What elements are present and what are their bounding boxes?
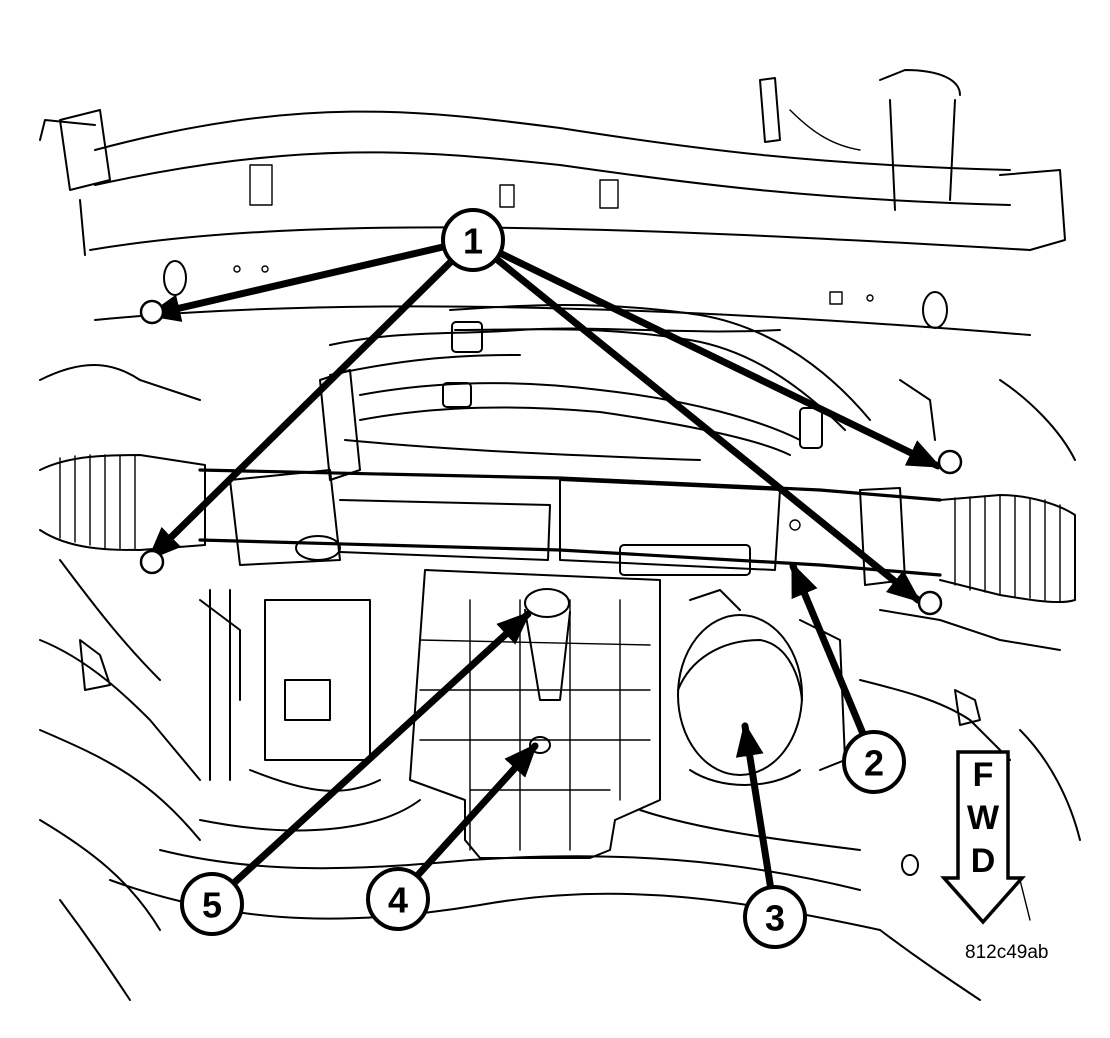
fwd-indicator: F W D [940,750,1026,925]
callout-3-circle [743,885,807,949]
callout-5: 5 [180,872,244,936]
callout-2: 2 [842,730,906,794]
bolt-icon [937,449,963,475]
leader-1-c [469,236,942,470]
bolt-icon [917,590,943,616]
leader-1-a [146,236,477,322]
leader-2 [789,562,878,764]
leader-1-b [146,236,477,562]
callout-1: 1 [441,208,505,272]
forward-arrow-icon [940,750,1026,925]
fwd-letter-f: F [973,756,994,794]
callout-5-circle [180,872,244,936]
callout-3: 3 [743,885,807,949]
callout-1-circle [441,208,505,272]
callout-1-label: 1 [463,221,483,262]
leader-5 [208,610,532,907]
bolt-icon [139,549,165,575]
figure-id: 812c49ab [965,942,1048,963]
bolt-markers [139,299,963,616]
callout-2-circle [842,730,906,794]
callout-5-label: 5 [202,885,222,926]
leader-1-d [469,236,922,604]
callout-leaders [146,236,942,919]
line-art [39,69,1081,1001]
fwd-letter-w: W [967,799,1000,837]
leader-3 [735,722,779,919]
callout-3-label: 3 [765,898,785,939]
callout-2-label: 2 [864,743,884,784]
callout-4-circle [366,867,430,931]
callout-4: 4 [366,867,430,931]
leader-4 [394,742,539,901]
bolt-icon [139,299,165,325]
fwd-letter-d: D [971,842,996,880]
callout-4-label: 4 [388,880,408,921]
